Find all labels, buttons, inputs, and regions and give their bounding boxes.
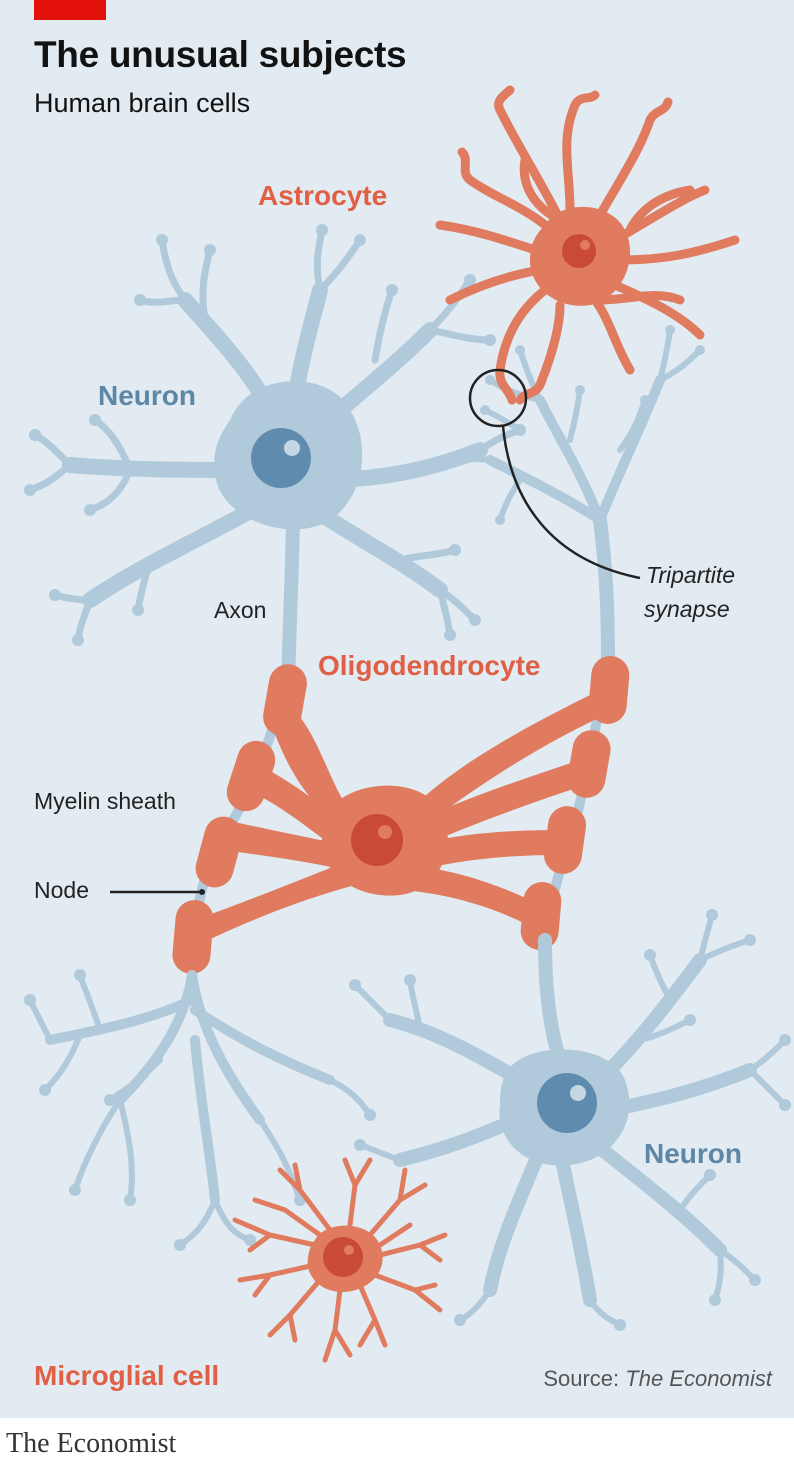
label-axon: Axon: [214, 597, 267, 623]
brand-wordmark: The Economist: [6, 1428, 177, 1459]
diagram-panel: The unusual subjects Human brain cells A…: [0, 0, 794, 1418]
label-oligodendrocyte: Oligodendrocyte: [318, 650, 541, 681]
label-myelin-sheath: Myelin sheath: [34, 788, 176, 814]
page-title: The unusual subjects: [34, 34, 407, 75]
neuron-top-right-dendrites: [442, 327, 703, 667]
page-subtitle: Human brain cells: [34, 88, 251, 118]
tripartite-synapse-leader: [501, 425, 641, 580]
source-note: Source: The Economist: [543, 1366, 772, 1392]
neuron-top-left-nucleus: [251, 428, 311, 488]
label-neuron-top: Neuron: [98, 380, 196, 411]
brain-cells-illustration: [24, 85, 791, 1363]
source-name: The Economist: [625, 1366, 772, 1391]
neuron-top-left-terminals: [24, 224, 526, 646]
axon-terminal-branches: [27, 970, 373, 1248]
neuron-bottom-right-nucleus: [537, 1073, 597, 1133]
astrocyte-nucleus: [562, 234, 596, 268]
microglial-cell: [232, 1157, 448, 1363]
label-node: Node: [34, 877, 89, 903]
oligodendrocyte-nucleus: [351, 814, 403, 866]
microglial-nucleus: [323, 1237, 363, 1277]
label-tripartite-line2: synapse: [644, 596, 730, 622]
source-prefix: Source:: [543, 1366, 620, 1391]
label-neuron-bottom: Neuron: [644, 1138, 742, 1169]
label-astrocyte: Astrocyte: [258, 180, 388, 211]
brand-red-bar: [34, 0, 106, 20]
tripartite-synapse-marker: [468, 368, 528, 428]
label-tripartite-line1: Tripartite: [646, 562, 736, 588]
label-microglial-cell: Microglial cell: [34, 1360, 220, 1391]
